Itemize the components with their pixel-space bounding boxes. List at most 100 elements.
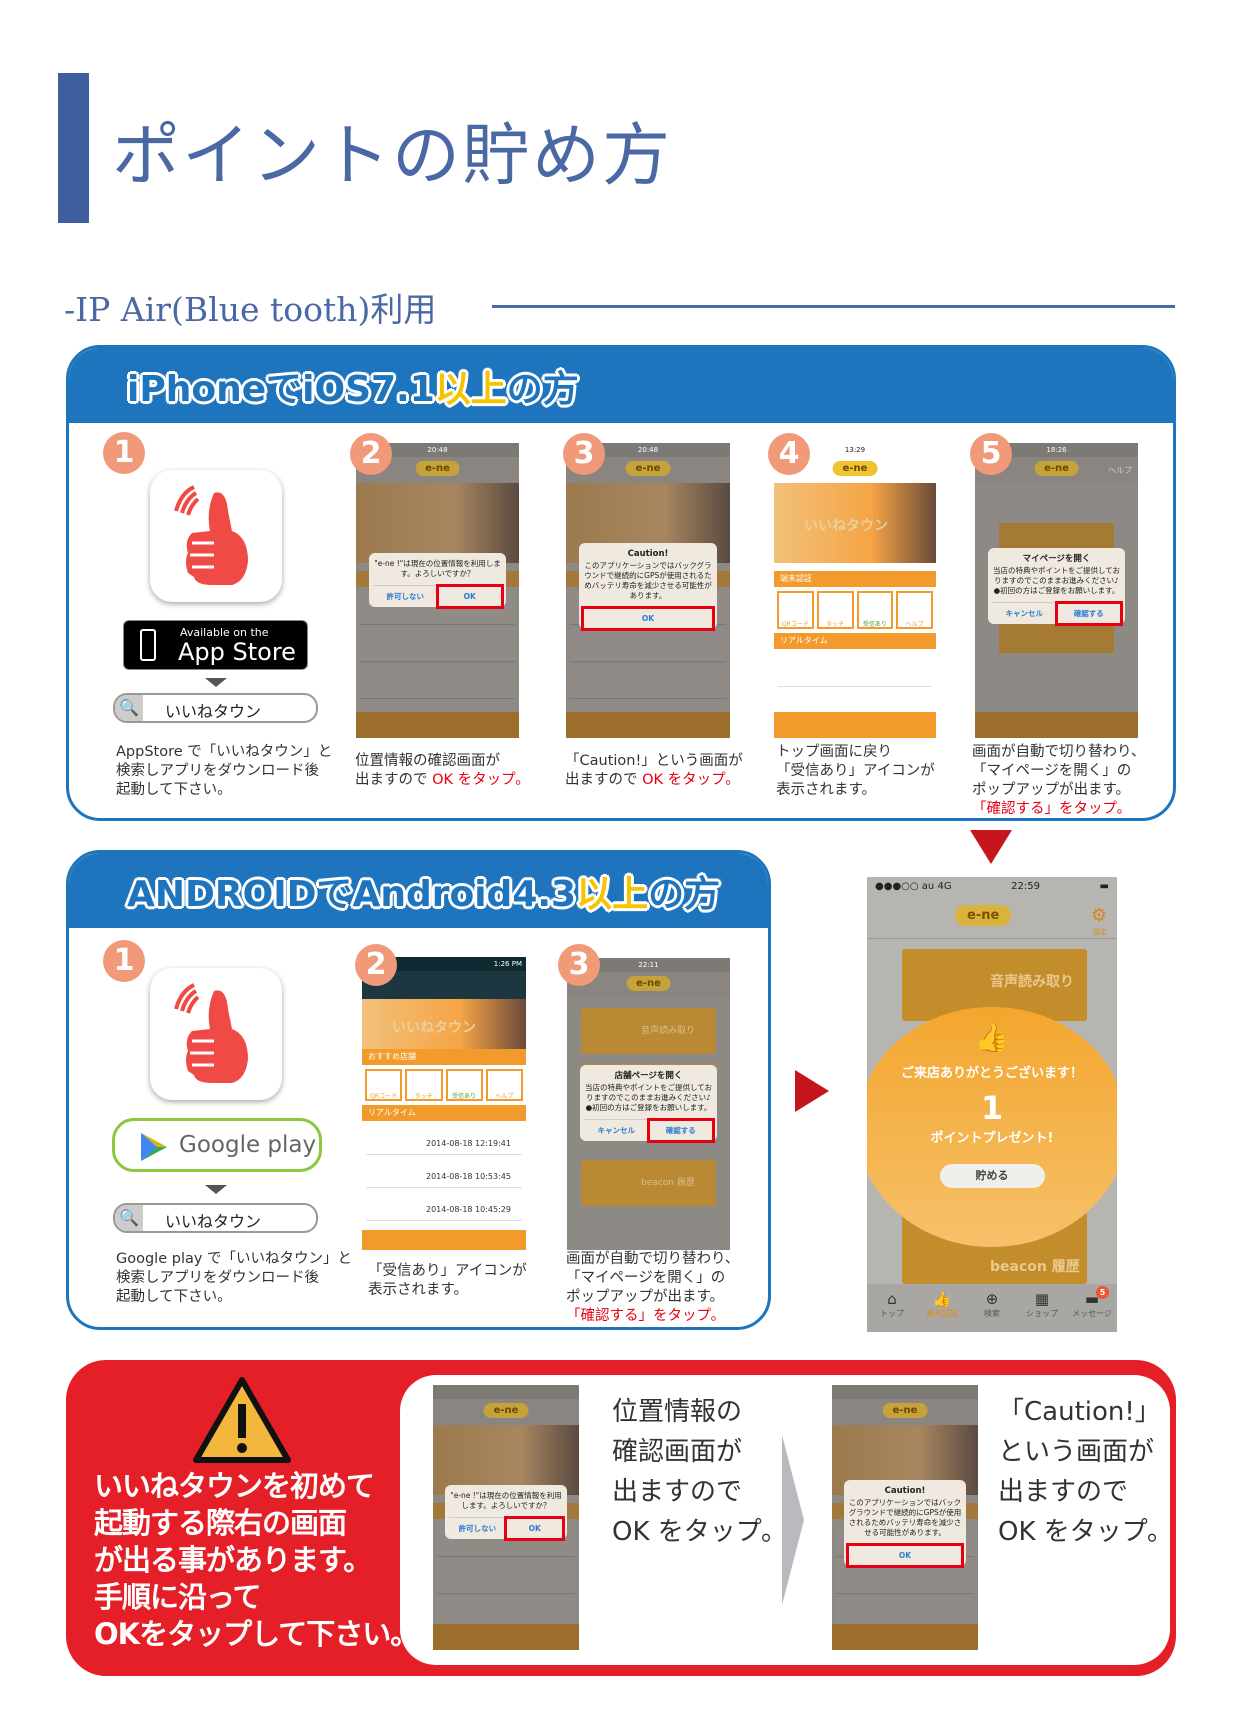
tab-auth[interactable]: 👍端末認証 <box>917 1284 967 1332</box>
step-line: 出ますので <box>998 1477 1129 1507</box>
feed-timestamp: 2014-08-18 10:45:29 <box>366 1191 522 1221</box>
step-badge: 4 <box>768 433 810 475</box>
store-small-text: Available on the <box>180 626 269 639</box>
step-line: 「Caution!」 <box>998 1397 1161 1427</box>
tile-qr[interactable]: QRコード <box>777 591 814 629</box>
tab-bar: ⌂トップ 👍端末認証 ⊕検索 ▦ショップ ▬メッセージ 5 <box>867 1284 1117 1332</box>
warning-line: OKをタップして下さい。 <box>94 1617 419 1651</box>
voice-read-tile[interactable]: 音声読み取り <box>581 1008 716 1054</box>
section-header: おすすめ店舗 <box>362 1049 526 1065</box>
screenshot-caution: e-ne Caution! このアプリケーションではバックグラウンドで継続的にG… <box>832 1385 978 1650</box>
warning-line: が出る事があります。 <box>94 1543 372 1577</box>
step-badge: 2 <box>350 433 392 475</box>
app-icon <box>150 470 282 602</box>
section-header: 端末認証 <box>774 571 936 587</box>
search-text: いいねタウン <box>165 1212 262 1231</box>
subtitle-rule <box>492 305 1175 308</box>
tile-received[interactable]: 受信あり <box>445 1069 483 1101</box>
ok-button[interactable]: OK <box>435 584 504 609</box>
ok-button[interactable]: OK <box>581 606 715 631</box>
caption-line: 表示されます。 <box>776 782 877 798</box>
tile-help[interactable]: ヘルプ <box>896 591 933 629</box>
confirm-button[interactable]: 確認する <box>1054 601 1123 626</box>
cancel-button[interactable]: キャンセル <box>597 1126 636 1135</box>
caption-line: 「Caution!」という画面が <box>565 753 743 769</box>
ok-button[interactable]: OK <box>503 1516 566 1541</box>
step-line: 確認画面が <box>612 1437 743 1467</box>
caption-highlight: 「確認する」をタップ。 <box>972 801 1132 817</box>
caption-line: ポップアップが出ます。 <box>972 782 1131 798</box>
app-logo: e-ne <box>415 461 460 476</box>
mypage-dialog: マイページを開く 当店の特典やポイントをご提供しておりますのでこのままお進みくだ… <box>988 548 1125 626</box>
title-highlight: 以上 <box>576 874 649 915</box>
tab-label: 端末認証 <box>926 1309 958 1318</box>
search-field[interactable]: 🔍いいねタウン <box>113 1203 318 1233</box>
android-panel-header: ANDROIDでAndroid4.3以上の方 <box>69 853 768 928</box>
step-badge: 5 <box>970 433 1012 475</box>
search-field[interactable]: 🔍いいねタウン <box>113 693 318 723</box>
caption-highlight: OK をタップ。 <box>642 772 740 788</box>
deny-button[interactable]: 許可しない <box>458 1524 497 1533</box>
confirm-button[interactable]: 確認する <box>646 1118 715 1143</box>
app-icon <box>150 968 282 1100</box>
step-caption: AppStore で「いいねタウン」と検索しアプリをダウンロード後起動して下さい… <box>116 743 332 800</box>
section-header: リアルタイム <box>774 633 936 649</box>
search-icon: 🔍 <box>115 695 143 721</box>
battery-icon: ▬ <box>1099 881 1109 892</box>
google-play-badge[interactable]: Google play <box>112 1118 322 1172</box>
help-link[interactable]: ヘルプ <box>1108 466 1132 475</box>
tile-touch[interactable]: タッチ <box>405 1069 443 1101</box>
cancel-button[interactable]: キャンセル <box>1005 609 1044 618</box>
title-text: iPhoneでiOS7.1 <box>127 369 435 410</box>
tab-label: メッセージ <box>1072 1309 1112 1318</box>
caption-line: 出ますので <box>355 772 433 788</box>
app-logo: e-ne <box>626 976 671 991</box>
screenshot-caution: 20:48 e-ne Caution! このアプリケーションではバックグラウンド… <box>566 443 730 738</box>
deny-button[interactable]: 許可しない <box>386 592 425 601</box>
shop-icon: ▦ <box>1034 1290 1050 1308</box>
save-points-button[interactable]: 貯める <box>939 1164 1045 1188</box>
caption-line: 起動して下さい。 <box>116 1289 232 1305</box>
caption-highlight: 「確認する」をタップ。 <box>566 1308 726 1324</box>
message-icon: ▬ <box>1084 1290 1100 1308</box>
tab-shop[interactable]: ▦ショップ <box>1017 1284 1067 1332</box>
caption-line: 画面が自動で切り替わり、 <box>566 1251 740 1267</box>
caption-line: 「マイページを開く」の <box>972 763 1132 779</box>
step-caption: 「Caution!」という画面が出ますので OK をタップ。 <box>565 752 743 790</box>
thumbs-up-icon: 👍 <box>932 1290 952 1308</box>
app-logo: e-ne <box>483 1403 529 1418</box>
section-subtitle: -IP Air(Blue tooth)利用 <box>64 290 437 329</box>
beacon-history-tile[interactable]: beacon 履歴 <box>581 1160 716 1206</box>
step-line: 位置情報の <box>612 1397 743 1427</box>
app-store-badge[interactable]: Available on the App Store <box>123 620 308 670</box>
tab-top[interactable]: ⌂トップ <box>867 1284 917 1332</box>
dialog-text: 当店の特典やポイントをご提供しておりますのでこのままお進みください♪ ●初回の方… <box>584 1083 713 1112</box>
tile-touch[interactable]: タッチ <box>816 591 854 629</box>
step-badge: 1 <box>103 940 145 982</box>
step-line: 出ますので <box>612 1477 743 1507</box>
dialog-text: このアプリケーションではバックグラウンドで継続的にGPSが使用されるためバッテリ… <box>848 1498 962 1537</box>
step-line: という画面が <box>998 1437 1155 1467</box>
screenshot-top-screen: 13:29 e-ne いいねタウン 端末認証 QRコードタッチ受信ありヘルプ リ… <box>774 443 936 738</box>
gear-icon[interactable]: ⚙ <box>1090 905 1107 926</box>
tile-received[interactable]: 受信あり <box>856 591 894 629</box>
page-title: ポイントの貯め方 <box>112 117 673 196</box>
status-time: 22:59 <box>1011 881 1040 892</box>
warning-line: 手順に沿って <box>94 1580 262 1614</box>
caption-line: 「マイページを開く」の <box>566 1270 726 1286</box>
caption-line: 「受信あり」アイコンが <box>776 763 935 779</box>
carrier: ●●●○○ au 4G <box>875 881 952 892</box>
thumbs-up-icon: 👍 <box>974 1021 1010 1054</box>
step-caption: トップ画面に戻り「受信あり」アイコンが表示されます。 <box>776 743 935 800</box>
section-header: リアルタイム <box>362 1105 526 1121</box>
ok-button[interactable]: OK <box>845 1543 965 1568</box>
tab-message[interactable]: ▬メッセージ 5 <box>1067 1284 1117 1332</box>
caption-line: 「受信あり」アイコンが <box>368 1263 527 1279</box>
iphone-panel-header: iPhoneでiOS7.1以上の方 <box>69 348 1173 423</box>
tab-search[interactable]: ⊕検索 <box>967 1284 1017 1332</box>
tile-qr[interactable]: QRコード <box>365 1069 403 1101</box>
tile-help[interactable]: ヘルプ <box>485 1069 523 1101</box>
message-badge: 5 <box>1096 1286 1109 1299</box>
